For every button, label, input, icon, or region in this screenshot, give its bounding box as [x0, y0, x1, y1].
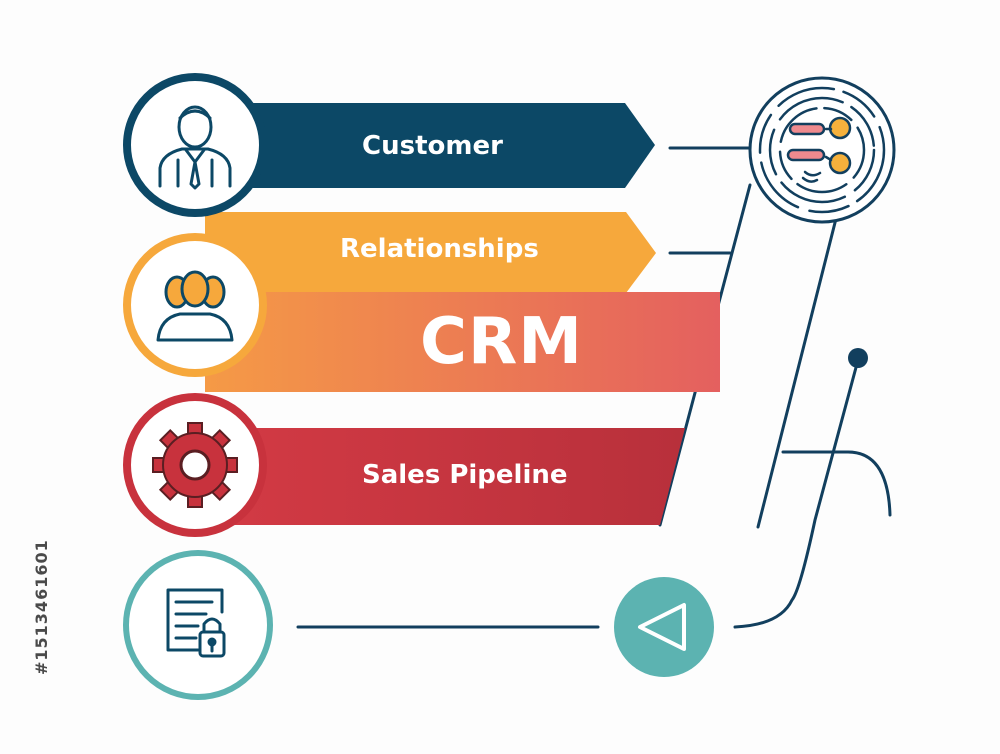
- connector-hook: [781, 450, 892, 517]
- businessman-icon: [158, 105, 232, 190]
- gear-icon: [152, 422, 238, 508]
- document-lock-icon: [166, 588, 226, 658]
- connector-diagonal-right: [756, 193, 844, 529]
- circle-security: [123, 550, 273, 700]
- watermark-id: #1513461601: [6, 505, 51, 675]
- ribbon-relationships: [205, 212, 656, 293]
- ribbon-crm: [205, 292, 720, 392]
- action-button[interactable]: [614, 577, 714, 677]
- play-back-icon: [638, 603, 686, 651]
- label-crm: CRM: [420, 305, 583, 379]
- connector-dot: [848, 348, 868, 368]
- circle-customer: [123, 73, 267, 217]
- ribbon-sales-pipeline: [230, 428, 685, 525]
- watermark-id-text: #1513461601: [32, 539, 51, 675]
- handshake-icon: [786, 116, 852, 183]
- ribbon-customer: [225, 103, 655, 188]
- circle-relationships: [123, 233, 267, 377]
- circle-sales-pipeline: [123, 393, 267, 537]
- label-relationships: Relationships: [340, 234, 539, 264]
- connector-curve: [733, 358, 860, 629]
- label-customer: Customer: [362, 131, 503, 161]
- label-sales-pipeline: Sales Pipeline: [362, 460, 568, 490]
- circle-connection: [748, 76, 896, 224]
- group-icon: [156, 270, 234, 342]
